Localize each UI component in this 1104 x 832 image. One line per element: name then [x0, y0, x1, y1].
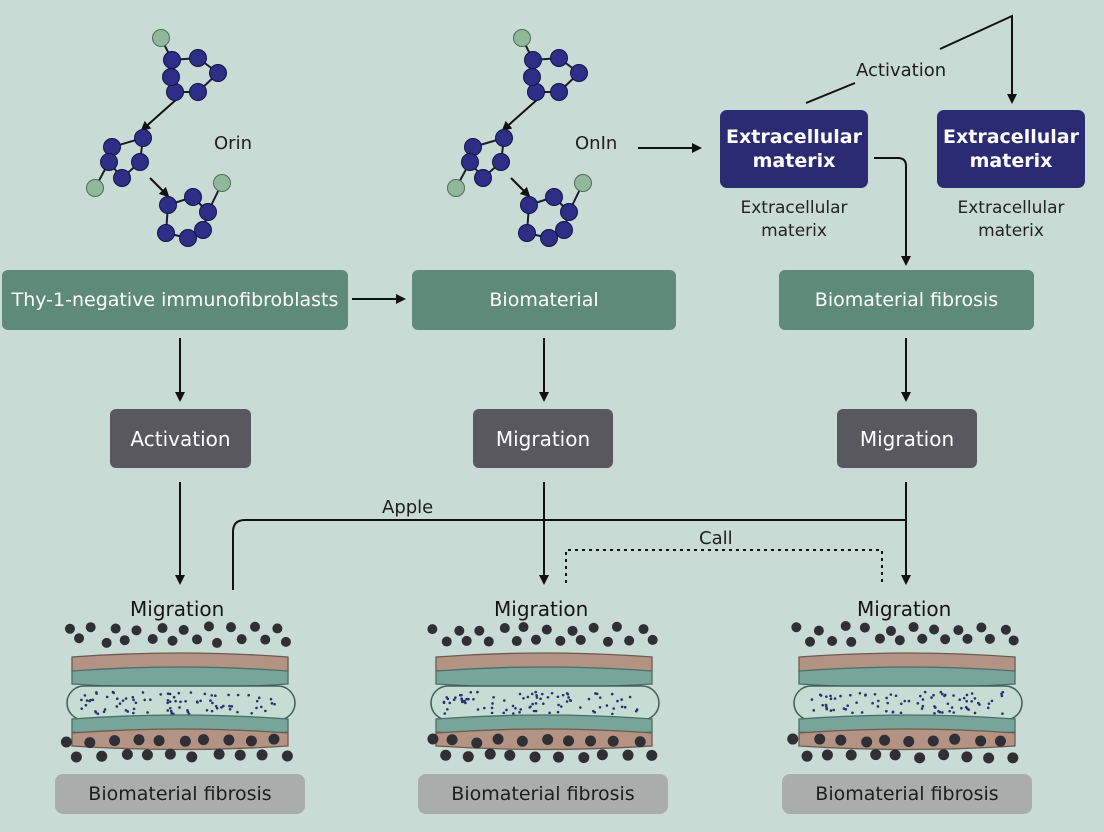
- ecm-caption-2: Extracellular materix: [957, 198, 1065, 241]
- molecule-icon: [447, 29, 592, 247]
- dotted-connector: [565, 549, 883, 583]
- arrow-icon: [805, 82, 856, 104]
- tissue-layer-icon: [427, 621, 660, 764]
- molecule-icon: [86, 29, 231, 247]
- solid-connector: [232, 519, 906, 590]
- process-box-biomaterial: Biomaterial: [412, 270, 676, 330]
- process-box-immunofibroblasts: Thy-1-negative immunofibroblasts: [2, 270, 348, 330]
- ecm-caption-1: Extracellular materix: [740, 198, 848, 241]
- ecm-box-1: Extracellular materix: [720, 110, 868, 188]
- tissue-title-3: Migration: [857, 597, 952, 621]
- tissue-caption-3: Biomaterial fibrosis: [782, 774, 1032, 814]
- tissue-title-2: Migration: [494, 597, 589, 621]
- tissue-layer-icon: [787, 621, 1023, 764]
- tissue-caption-1: Biomaterial fibrosis: [55, 774, 305, 814]
- arrow-icon: [939, 14, 1017, 104]
- molecule-label-left: Orin: [214, 133, 252, 154]
- step-box-migration-1: Migration: [473, 409, 613, 468]
- tissue-caption-2: Biomaterial fibrosis: [418, 774, 668, 814]
- arrow-icon: [874, 157, 911, 266]
- connector-label-call: Call: [699, 528, 733, 549]
- step-box-activation: Activation: [110, 409, 251, 468]
- ecm-box-2: Extracellular materix: [937, 110, 1085, 188]
- connector-label-apple: Apple: [382, 497, 434, 518]
- molecule-label-middle: OnIn: [575, 133, 618, 154]
- tissue-title-1: Migration: [130, 597, 225, 621]
- process-box-biomaterial-fibrosis: Biomaterial fibrosis: [779, 270, 1034, 330]
- step-box-migration-2: Migration: [837, 409, 977, 468]
- top-activation-label: Activation: [856, 60, 947, 81]
- tissue-layer-icon: [60, 621, 296, 763]
